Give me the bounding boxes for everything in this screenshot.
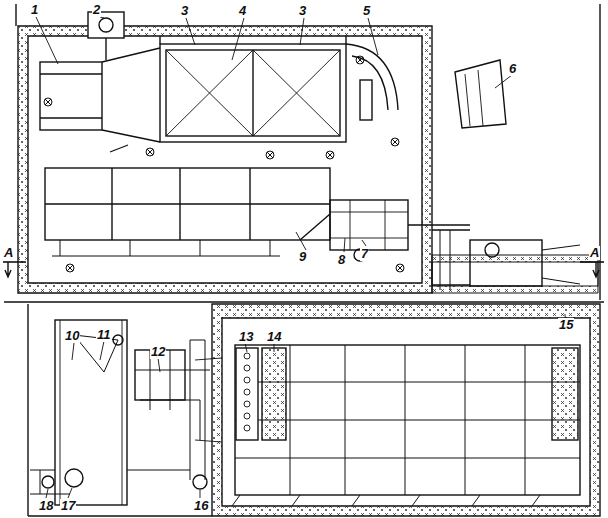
callout-number: 2: [92, 3, 101, 17]
callout-number: 16: [193, 499, 209, 513]
callout-number: 3: [180, 4, 189, 18]
section-view: [4, 302, 604, 516]
callout-number: 3: [298, 4, 307, 18]
leader-lines: [36, 17, 566, 498]
callout-number: A: [3, 246, 14, 260]
callout-number: 7: [360, 247, 369, 261]
callout-number: A: [589, 246, 600, 260]
callout-number: 18: [38, 499, 54, 513]
callout-number: 9: [298, 250, 307, 264]
callout-number: 1: [30, 3, 39, 17]
callout-number: 4: [238, 4, 247, 18]
callout-number: 14: [266, 330, 282, 344]
callout-number: 12: [150, 345, 166, 359]
callout-number: 8: [337, 253, 346, 267]
callout-number: 11: [96, 328, 112, 342]
callout-number: 13: [238, 330, 254, 344]
callout-number: 10: [64, 329, 80, 343]
callout-number: 5: [362, 4, 371, 18]
top-view: [3, 4, 604, 300]
callout-number: 6: [508, 62, 517, 76]
callout-number: 17: [60, 499, 76, 513]
callout-number: 15: [558, 318, 574, 332]
